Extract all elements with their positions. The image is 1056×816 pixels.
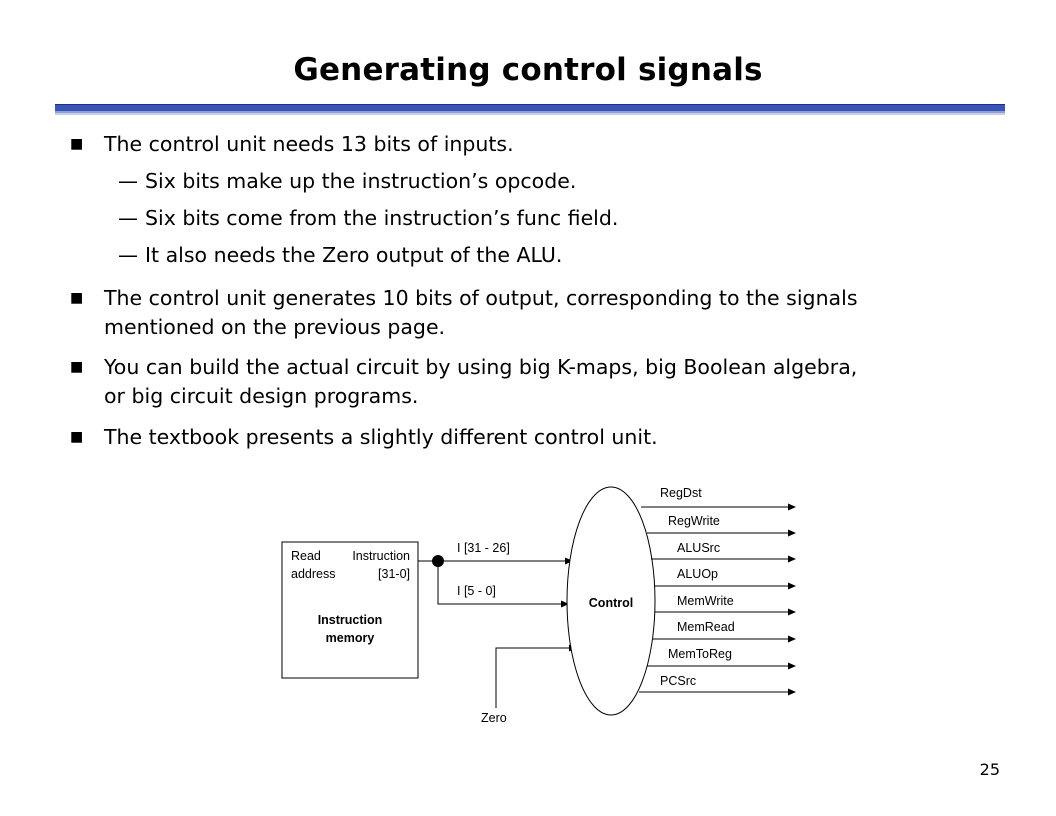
bullet-marker: ■ xyxy=(70,359,84,375)
bullet-list: ■ The control unit needs 13 bits of inpu… xyxy=(70,132,858,449)
control-label: Control xyxy=(589,596,633,610)
control-unit-ellipse xyxy=(566,486,656,716)
output-label-memtoreg: MemToReg xyxy=(668,647,732,661)
output-label-aluop: ALUOp xyxy=(677,567,718,581)
output-label-regwrite: RegWrite xyxy=(668,514,720,528)
bullet-text-continuation: mentioned on the previous page. xyxy=(104,315,446,339)
output-label-alusrc: ALUSrc xyxy=(677,541,720,555)
memory-name-line2: memory xyxy=(326,631,375,645)
zero-input-label: Zero xyxy=(481,711,507,725)
memory-instruction-label: Instruction xyxy=(352,549,410,563)
memory-read-label: Read xyxy=(291,549,321,563)
sub-bullet-text: Six bits come from the instruction’s fun… xyxy=(145,206,619,230)
output-label-memwrite: MemWrite xyxy=(677,594,734,608)
zero-input-wire xyxy=(495,644,577,708)
memory-name-line1: Instruction xyxy=(318,613,383,627)
instruction-memory-box xyxy=(281,541,419,679)
opcode-input-label: I [31 - 26] xyxy=(457,541,510,555)
bullet-marker: ■ xyxy=(70,290,84,306)
bullet-marker: ■ xyxy=(70,136,84,152)
func-input-label: I [5 - 0] xyxy=(457,584,496,598)
bullet-text: You can build the actual circuit by usin… xyxy=(104,355,858,379)
bullet-marker: ■ xyxy=(70,429,84,445)
func-input-wire xyxy=(437,561,569,608)
bullet-text-continuation: or big circuit design programs. xyxy=(104,384,419,408)
bullet-text: The control unit needs 13 bits of inputs… xyxy=(104,132,514,156)
sub-bullet-dash: — xyxy=(118,169,138,193)
slide-title: Generating control signals xyxy=(293,52,763,88)
sub-bullet-text: It also needs the Zero output of the ALU… xyxy=(145,243,563,267)
bullet-text: The textbook presents a slightly differe… xyxy=(104,425,658,449)
memory-range-label: [31-0] xyxy=(378,567,410,581)
output-label-memread: MemRead xyxy=(677,620,735,634)
output-label-pcsrc: PCSrc xyxy=(660,674,696,688)
title-underline xyxy=(55,104,1005,113)
bullet-text: The control unit generates 10 bits of ou… xyxy=(104,286,858,310)
sub-bullet-text: Six bits make up the instruction’s opcod… xyxy=(145,169,577,193)
page-number: 25 xyxy=(979,760,1000,779)
output-label-regdst: RegDst xyxy=(660,486,702,500)
memory-address-label: address xyxy=(291,567,335,581)
sub-bullet-dash: — xyxy=(118,243,138,267)
sub-bullet-dash: — xyxy=(118,206,138,230)
